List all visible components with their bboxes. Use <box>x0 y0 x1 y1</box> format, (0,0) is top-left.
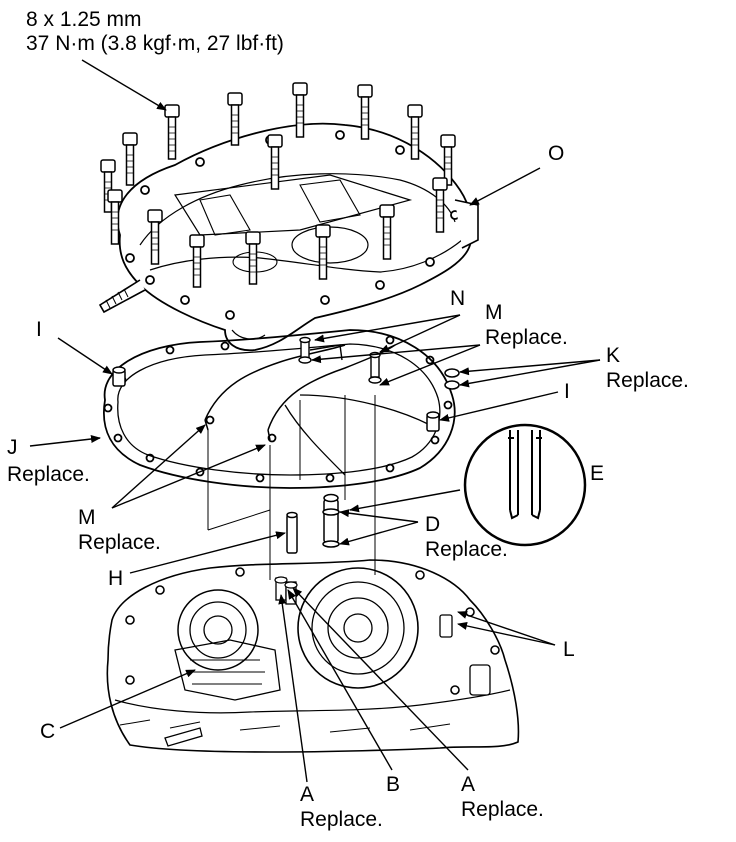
bolts <box>100 82 456 288</box>
label-i-left: I <box>36 318 42 341</box>
pipe-d <box>322 493 340 548</box>
bolt-spec-torque: 37 N·m (3.8 kgf·m, 27 lbf·ft) <box>26 32 284 55</box>
label-k: K <box>606 344 621 367</box>
bolt-spec-size: 8 x 1.25 mm <box>26 8 142 31</box>
label-j: J <box>7 436 18 459</box>
label-m-left: M <box>78 506 96 529</box>
label-l: L <box>563 638 575 661</box>
label-m-top-note: Replace. <box>485 326 568 349</box>
transmission-case <box>106 559 520 753</box>
label-c: C <box>40 720 56 743</box>
label-e: E <box>590 462 605 485</box>
label-a-left: A <box>300 783 315 806</box>
gasket <box>103 329 456 489</box>
leader-lines <box>29 59 601 783</box>
label-a-right-note: Replace. <box>461 798 544 821</box>
label-m-left-note: Replace. <box>78 531 161 554</box>
pipe-h <box>286 511 298 554</box>
label-m-top: M <box>485 301 503 324</box>
alignment-lines <box>207 395 376 580</box>
o-rings-k <box>444 368 460 390</box>
label-a-left-note: Replace. <box>300 808 383 831</box>
label-n: N <box>450 287 466 310</box>
label-o: O <box>548 142 565 165</box>
label-a-right: A <box>461 773 476 796</box>
label-k-note: Replace. <box>606 369 689 392</box>
transmission-housing-cover <box>98 122 479 352</box>
dowel-pins <box>112 366 440 432</box>
label-h: H <box>108 567 124 590</box>
label-j-note: Replace. <box>7 463 90 486</box>
o-rings-m <box>298 336 382 384</box>
detail-view-e <box>463 423 587 547</box>
label-i-right: I <box>564 380 570 403</box>
label-b: B <box>386 773 401 796</box>
label-d: D <box>425 513 441 536</box>
label-d-note: Replace. <box>425 538 508 561</box>
